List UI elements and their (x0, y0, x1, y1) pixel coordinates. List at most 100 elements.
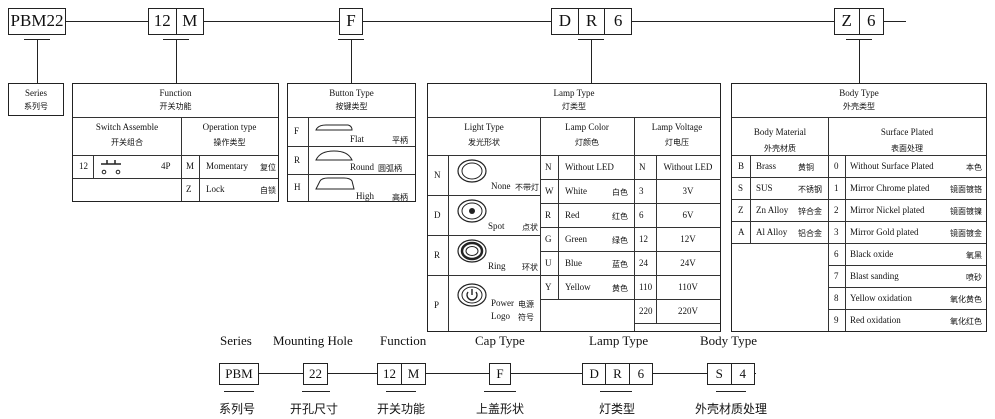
color-code: G (545, 234, 552, 244)
function-box: Function 开关功能 Switch Assemble 开关组合 Opera… (72, 83, 279, 202)
material-code: S (738, 183, 744, 193)
material-code-divider (750, 155, 751, 243)
connector (859, 39, 860, 83)
btn-en-2: Round (350, 162, 375, 172)
bottom-code-lamp-3: 6 (637, 366, 645, 381)
top-code-button: F (339, 8, 363, 35)
op-en-1: Momentary (206, 161, 248, 171)
surface-name-cn: 氧黑 (966, 251, 982, 260)
top-code-function: 12 M (148, 8, 204, 35)
top-code-function-2: M (182, 11, 198, 30)
top-code-series: PBM22 (8, 8, 66, 35)
voltage-row-divider (634, 275, 720, 276)
material-code: A (738, 227, 745, 237)
btn-code-1: F (294, 126, 300, 136)
bottom-cn-hole: 开孔尺寸 (290, 402, 339, 416)
material-row-divider (732, 155, 828, 156)
voltage-code: 3 (639, 186, 644, 196)
surface-row-divider (828, 309, 986, 310)
op-code-2: Z (186, 184, 192, 194)
color-code: U (545, 258, 552, 268)
bottom-cn-function: 开关功能 (377, 402, 426, 416)
spot-lamp-icon (457, 199, 487, 223)
surface-row-divider (828, 265, 986, 266)
voltage-title-en: Lamp Voltage (651, 122, 703, 132)
light-en-4b: Logo (491, 311, 510, 321)
light-en-3: Ring (488, 261, 506, 271)
material-name-cn: 黄铜 (798, 163, 814, 172)
surface-name-cn: 本色 (966, 163, 982, 172)
surface-name-en: Black oxide (850, 249, 894, 259)
top-code-lamp-2: R (579, 9, 606, 34)
light-cn-4a: 电源 (518, 300, 534, 309)
bottom-label-cap: Cap Type (475, 333, 525, 348)
bottom-label-function: Function (380, 333, 427, 348)
top-code-body-1: Z (835, 9, 860, 34)
series-box: Series 系列号 (8, 83, 64, 116)
material-title-en: Body Material (753, 127, 807, 137)
material-title-cn: 外壳材质 (764, 144, 796, 153)
surface-name-cn: 喷砂 (966, 273, 982, 282)
top-code-body-2: 6 (867, 11, 876, 30)
color-code: N (545, 162, 552, 172)
surface-code: 3 (834, 227, 839, 237)
bottom-code-function-2: M (407, 366, 420, 381)
surface-title-cn: 表面处理 (891, 144, 923, 153)
light-code-4: P (434, 300, 440, 310)
material-row-divider (732, 221, 828, 222)
bottom-cn-body: 外壳材质处理 (695, 402, 768, 416)
btn-cn-3: 高柄 (392, 193, 408, 202)
light-cn-3: 环状 (522, 263, 538, 272)
surface-name-en: Yellow oxidation (850, 293, 912, 303)
top-code-body: Z 6 (834, 8, 884, 35)
light-cn-2: 点状 (522, 223, 538, 232)
lamp-title-cn: 灯类型 (562, 102, 586, 111)
voltage-code: 12 (639, 234, 648, 244)
material-name-en: Brass (756, 161, 776, 171)
bottom-cn-lamp: 灯类型 (599, 402, 636, 416)
bottom-code-function: 12 M (377, 363, 426, 385)
surface-code: 7 (834, 271, 839, 281)
bottom-code-lamp-2: R (606, 364, 630, 384)
top-code-lamp-3: 6 (613, 11, 623, 30)
btn-en-1: Flat (350, 134, 365, 144)
tick (484, 391, 516, 392)
bottom-label-lamp: Lamp Type (589, 333, 649, 348)
series-title-cn: 系列号 (24, 102, 48, 111)
bottom-label-body: Body Type (700, 333, 757, 348)
surface-name-en: Without Surface Plated (850, 161, 934, 171)
bottom-code-hole: 22 (303, 363, 328, 385)
switch-title-en: Switch Assemble (95, 122, 159, 132)
color-name-en: Yellow (565, 282, 591, 292)
voltage-value: Without LED (663, 162, 713, 172)
function-title-en: Function (159, 88, 192, 98)
top-code-button-1: F (346, 11, 356, 30)
color-name-en: White (565, 186, 587, 196)
switch-label: 4P (161, 161, 171, 171)
voltage-value: 12V (680, 234, 696, 244)
color-row-divider (540, 227, 634, 228)
bottom-code-body-2: 4 (739, 366, 747, 381)
bottom-code-hole-text: 22 (309, 366, 322, 381)
color-row-divider (540, 251, 634, 252)
surface-row-divider (828, 177, 986, 178)
surface-code: 2 (834, 205, 839, 215)
top-code-series-text: PBM22 (10, 11, 64, 30)
surface-row-divider (828, 199, 986, 200)
color-name-cn: 绿色 (612, 236, 628, 245)
surface-code-divider (845, 155, 846, 331)
material-code: Z (738, 205, 744, 215)
surface-row-divider (828, 221, 986, 222)
voltage-row-divider (634, 323, 720, 324)
btn-code-2: R (294, 155, 301, 165)
power-logo-lamp-icon (457, 283, 487, 307)
round-button-icon (315, 150, 353, 161)
color-name-en: Blue (565, 258, 582, 268)
material-name-cn: 铝合金 (798, 229, 822, 238)
flat-button-icon (315, 124, 353, 131)
bottom-code-series: PBM (219, 363, 259, 385)
color-row-divider (540, 299, 634, 300)
surface-code: 9 (834, 315, 839, 325)
color-name-en: Red (565, 210, 580, 220)
voltage-value: 3V (682, 186, 694, 196)
